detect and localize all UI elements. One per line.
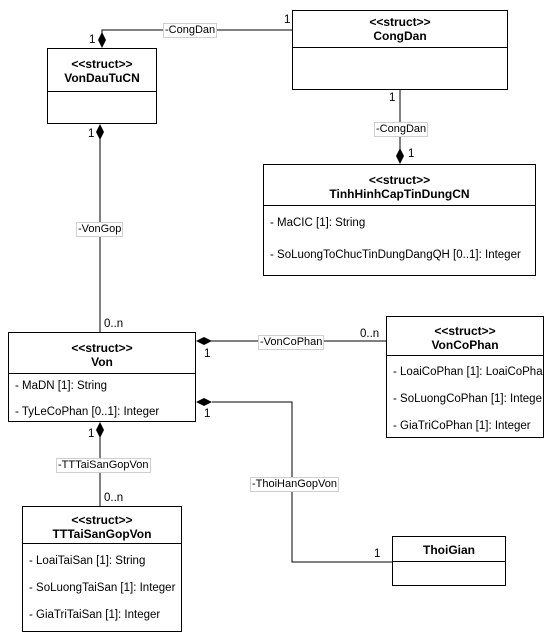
composition-diamond-tinhhinh — [396, 148, 404, 164]
attribute-compartment — [393, 561, 505, 584]
attribute-compartment — [48, 91, 156, 122]
attribute: - SoLuongCoPhan [1]: Intege — [393, 393, 542, 405]
mult-von-right: 1 — [204, 348, 211, 360]
mult-congdan-bottom: 1 — [389, 92, 396, 104]
class-von[interactable]: <<struct>> Von - MaDN [1]: String - TyLe… — [8, 332, 196, 422]
mult-vondautucn-bottom: 1 — [88, 128, 95, 140]
stereotype: <<struct>> — [368, 173, 431, 187]
class-name: ThoiGian — [423, 543, 475, 557]
composition-diamond-von-thoigian — [196, 398, 212, 406]
stereotype: <<struct>> — [71, 57, 133, 71]
mult-tttaisan-top: 0..n — [104, 492, 124, 504]
mult-voncophan-left: 0..n — [360, 328, 380, 340]
mult-von-top: 0..n — [104, 318, 124, 330]
stereotype: <<struct>> — [71, 341, 133, 355]
mult-tinhhinh-top: 1 — [408, 148, 415, 160]
attribute-compartment: - LoaiCoPhan [1]: LoaiCoPha - SoLuongCoP… — [387, 355, 543, 436]
mult-von-bottom: 1 — [88, 428, 95, 440]
class-name: TTTaiSanGopVon — [52, 527, 152, 541]
mult-vondautucn-side: 1 — [89, 34, 96, 46]
class-voncophan[interactable]: <<struct>> VonCoPhan - LoaiCoPhan [1]: L… — [386, 316, 544, 438]
edge-label-congdan-1: -CongDan — [163, 23, 218, 38]
attribute: - SoLuongToChucTinDungDangQH [0..1]: Int… — [270, 249, 521, 261]
attribute-compartment: - MaCIC [1]: String - SoLuongToChucTinDu… — [264, 205, 535, 274]
attribute-compartment: - LoaiTaiSan [1]: String - SoLuongTaiSan… — [23, 543, 181, 630]
edge-label-voncophan: -VonCoPhan — [258, 335, 325, 350]
class-tttaisangopvon[interactable]: <<struct>> TTTaiSanGopVon - LoaiTaiSan [… — [22, 506, 182, 632]
attribute: - TyLeCoPhan [0..1]: Integer — [15, 406, 160, 418]
mult-thoigian-left: 1 — [374, 548, 381, 560]
class-name: CongDan — [373, 29, 427, 43]
attribute: - GiaTriTaiSan [1]: Integer — [29, 609, 161, 621]
attribute: - LoaiCoPhan [1]: LoaiCoPha — [393, 366, 543, 378]
class-name: TinhHinhCapTinDungCN — [329, 187, 470, 201]
class-name: VonCoPhan — [431, 338, 499, 352]
mult-von-thoigian: 1 — [204, 408, 211, 420]
class-congdan[interactable]: <<struct>> CongDan — [292, 10, 508, 90]
attribute-compartment: - MaDN [1]: String - TyLeCoPhan [0..1]: … — [9, 373, 195, 420]
composition-diamond-vondautucn-bottom — [96, 124, 104, 140]
class-thoigian[interactable]: ThoiGian — [392, 536, 506, 586]
composition-diamond-vondautucn-top — [98, 32, 106, 48]
attribute: - GiaTriCoPhan [1]: Integer — [393, 420, 531, 432]
stereotype: <<struct>> — [71, 513, 133, 527]
attribute: - SoLuongTaiSan [1]: Integer — [29, 582, 176, 594]
attribute: - LoaiTaiSan [1]: String — [29, 555, 146, 567]
class-vondautucn[interactable]: <<struct>> VonDauTuCN — [47, 48, 157, 124]
composition-diamond-von-tttaisan — [96, 422, 104, 438]
stereotype: <<struct>> — [434, 324, 496, 338]
attribute: - MaCIC [1]: String — [270, 217, 366, 229]
edge-label-congdan-2: -CongDan — [374, 122, 429, 137]
composition-diamond-von-voncophan — [196, 337, 212, 345]
mult-congdan-side: 1 — [284, 14, 291, 26]
edge-label-thoihan: -ThoiHanGopVon — [250, 477, 339, 492]
attribute-compartment — [293, 47, 507, 92]
attribute: - MaDN [1]: String — [15, 380, 108, 392]
edge-label-tttaisan: -TTTaiSanGopVon — [56, 458, 151, 473]
class-tinhhinhcaptindungcn[interactable]: <<struct>> TinhHinhCapTinDungCN - MaCIC … — [263, 164, 536, 276]
stereotype: <<struct>> — [369, 15, 431, 29]
edge-label-vongop: -VonGop — [76, 222, 124, 237]
class-name: VonDauTuCN — [64, 71, 140, 85]
class-name: Von — [91, 355, 113, 369]
